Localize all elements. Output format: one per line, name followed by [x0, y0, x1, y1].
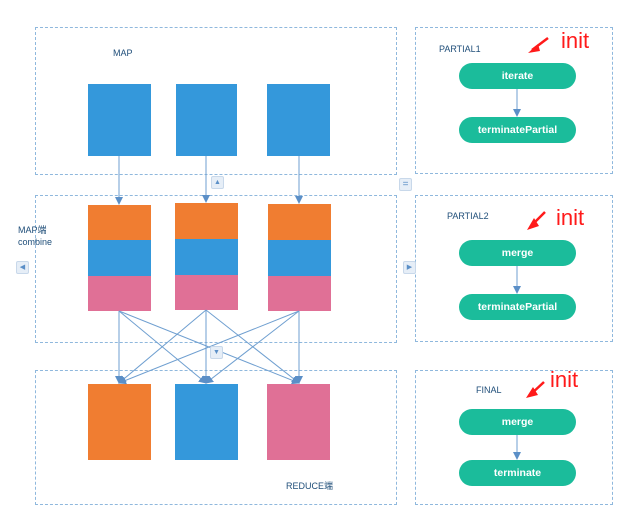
- reduce-label: REDUCE端: [286, 481, 334, 491]
- nav-up-icon[interactable]: ▲: [211, 176, 224, 189]
- combine-1-pink: [88, 276, 151, 311]
- partial2-merge-step: merge: [459, 240, 576, 266]
- final-panel: [415, 370, 613, 505]
- equals-icon[interactable]: =: [399, 178, 412, 191]
- reduce-block-1: [88, 384, 151, 460]
- partial1-terminate-partial-step: terminatePartial: [459, 117, 576, 143]
- partial1-iterate-step: iterate: [459, 63, 576, 89]
- partial1-panel: [415, 27, 613, 174]
- partial1-init-note: init: [561, 28, 590, 53]
- combine-2-pink: [175, 275, 238, 310]
- combine-3-pink: [268, 276, 331, 311]
- combine-1-orange: [88, 205, 151, 240]
- final-title: FINAL: [476, 385, 502, 395]
- combine-label: MAP端 combine: [18, 225, 53, 247]
- map-panel: [35, 27, 397, 175]
- map-block-2: [176, 84, 237, 156]
- combine-1-blue: [88, 240, 151, 276]
- map-block-3: [267, 84, 330, 156]
- final-init-note: init: [550, 367, 579, 392]
- map-block-1: [88, 84, 151, 156]
- nav-right-icon[interactable]: ▶: [403, 261, 416, 274]
- combine-2-orange: [175, 203, 238, 239]
- nav-down-icon[interactable]: ▼: [210, 346, 223, 359]
- partial2-init-note: init: [556, 205, 585, 230]
- combine-2-blue: [175, 239, 238, 275]
- final-merge-step: merge: [459, 409, 576, 435]
- combine-3-blue: [268, 240, 331, 276]
- combine-3-orange: [268, 204, 331, 240]
- reduce-block-3: [267, 384, 330, 460]
- nav-left-icon[interactable]: ◀: [16, 261, 29, 274]
- partial1-title: PARTIAL1: [439, 44, 481, 54]
- final-terminate-step: terminate: [459, 460, 576, 486]
- map-label: MAP: [113, 48, 133, 58]
- reduce-block-2: [175, 384, 238, 460]
- partial2-title: PARTIAL2: [447, 211, 489, 221]
- partial2-terminate-partial-step: terminatePartial: [459, 294, 576, 320]
